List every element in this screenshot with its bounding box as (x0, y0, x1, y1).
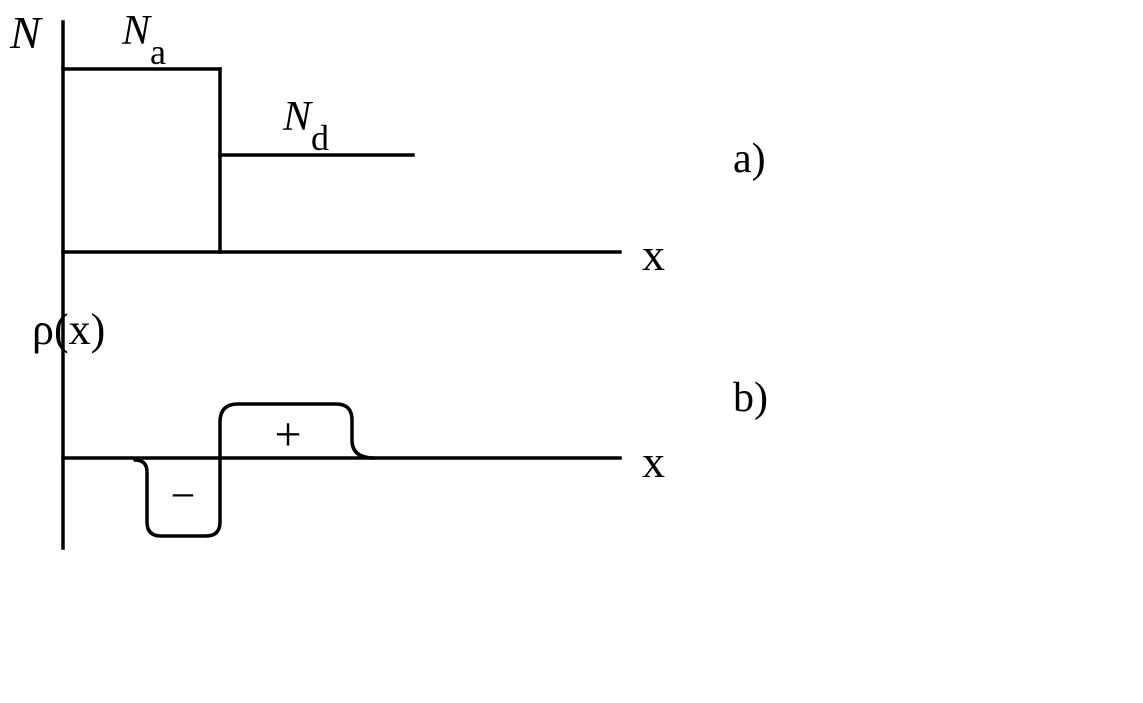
panel-b-charge-density: ρ(x) − + x b) (32, 305, 768, 538)
y-axis-label-rho: ρ(x) (32, 305, 105, 354)
negative-sign: − (171, 471, 196, 520)
negative-charge-region (133, 456, 222, 538)
panel-label-b: b) (733, 375, 768, 421)
positive-charge-region (218, 402, 376, 460)
panel-label-a: a) (733, 136, 766, 182)
nd-label-main: N (282, 94, 313, 140)
positive-sign: + (274, 408, 301, 461)
nd-label: Nd (282, 94, 329, 158)
na-label-main: N (121, 8, 152, 54)
na-label-subscript: a (150, 32, 166, 72)
panel-a-doping-profile: N Na Nd x a) (9, 7, 766, 550)
na-label: Na (121, 8, 166, 72)
x-axis-label-a: x (642, 229, 665, 280)
nd-label-subscript: d (311, 118, 329, 158)
x-axis-label-b: x (642, 436, 665, 487)
y-axis-label-n: N (9, 7, 43, 58)
